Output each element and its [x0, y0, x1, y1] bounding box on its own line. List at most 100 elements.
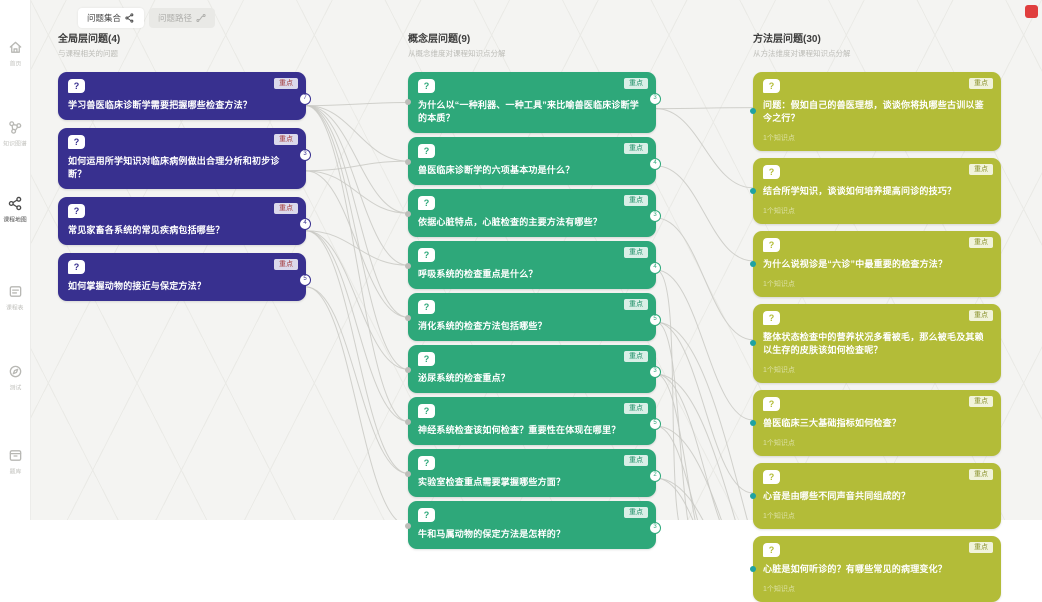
- question-text: 结合所学知识，谈谈如何培养提高问诊的技巧？: [763, 186, 957, 197]
- question-text: 依据心脏特点，心脏检查的主要方法有哪些？: [418, 217, 603, 228]
- view-tabs: 问题集合 问题路径: [78, 8, 216, 28]
- knowledge-point-footer: 1个知识点: [763, 135, 795, 143]
- tab-question-path[interactable]: 问题路径: [149, 8, 216, 28]
- question-text: 兽医临床诊断学的六项基本功是什么？: [418, 165, 575, 176]
- global-question-card[interactable]: ?重点学习兽医临床诊断学需要把握哪些检查方法？7: [58, 72, 311, 121]
- question-bubble-icon: ?: [763, 543, 780, 558]
- question-map-canvas[interactable]: 问题集合问题路径 全局层问题(4)与课程相关的问题?重点学习兽医临床诊断学需要把…: [30, 0, 1042, 602]
- method-question-card[interactable]: ?重点整体状态检查中的营养状况多看被毛，那么被毛及其赖以生存的皮肤该如何检查呢？…: [750, 304, 1001, 384]
- connector-dot: [405, 418, 411, 425]
- sidebar-item-2[interactable]: 知识图谱: [0, 120, 30, 148]
- sidebar-item-4[interactable]: 课程表: [0, 284, 30, 312]
- importance-badge: 重点: [624, 247, 648, 259]
- importance-badge: 重点: [624, 195, 648, 207]
- connector-dot: [750, 260, 756, 267]
- record-indicator[interactable]: [1025, 5, 1038, 18]
- question-bubble-icon: ?: [418, 79, 435, 93]
- sidebar-item-label: 题库: [9, 469, 21, 476]
- sidebar-item-label: 课程地图: [3, 217, 27, 224]
- importance-badge: 重点: [624, 299, 648, 311]
- global-question-card[interactable]: ?重点如何运用所学知识对临床病例做出合理分析和初步诊断？3: [58, 128, 311, 190]
- question-bubble-icon: ?: [418, 456, 435, 471]
- column-header: 全局层问题(4)与课程相关的问题: [58, 30, 306, 59]
- concept-question-card[interactable]: ?重点实验室检查重点需要掌握哪些方面？2: [405, 449, 661, 498]
- question-text: 神经系统检查该如何检查？重要性在体现在哪里？: [418, 425, 621, 436]
- connector-dot: [750, 420, 756, 426]
- importance-badge: 重点: [274, 134, 298, 146]
- connector-dot: [750, 566, 756, 573]
- knowledge-point-footer: 1个知识点: [763, 513, 795, 521]
- connection-count-badge: 7: [299, 93, 311, 105]
- method-question-card[interactable]: ? 重点问题：假如自己的兽医理想，谈谈你将执哪些古训以鉴今之行？ 1个知识点: [750, 72, 1001, 152]
- question-bubble-icon: ?: [68, 204, 85, 219]
- global-question-card[interactable]: ? 重点如何掌握动物的接近与保定方法？ 5: [58, 253, 311, 302]
- column-subtitle: 与课程相关的问题: [58, 49, 118, 58]
- importance-badge: 重点: [274, 78, 298, 89]
- concept-question-card[interactable]: ?重点神经系统检查该如何检查？重要性在体现在哪里？5: [405, 397, 661, 446]
- question-bubble-icon: ?: [418, 404, 435, 419]
- importance-badge: 重点: [274, 259, 298, 271]
- question-bubble-icon: ?: [763, 238, 780, 253]
- concept-question-card[interactable]: ?重点兽医临床诊断学的六项基本功是什么？4: [405, 137, 661, 186]
- connection-count-badge: 5: [299, 274, 311, 287]
- question-bubble-icon: ?: [68, 79, 85, 93]
- sidebar-item-3[interactable]: 课程地图: [0, 196, 30, 224]
- importance-badge: 重点: [624, 143, 648, 155]
- concept-question-card[interactable]: ? 重点依据心脏特点，心脏检查的主要方法有哪些？ 3: [405, 189, 661, 238]
- question-bubble-icon: ?: [763, 79, 780, 93]
- tab-label: 问题路径: [158, 13, 193, 23]
- test-icon: [9, 365, 21, 378]
- column-global: 全局层问题(4)与课程相关的问题?重点学习兽医临床诊断学需要把握哪些检查方法？7…: [58, 30, 311, 302]
- method-question-card[interactable]: ?重点兽医临床三大基础指标如何检查？1个知识点: [750, 390, 1001, 457]
- concept-question-card[interactable]: ?重点为什么以“一种利器、一种工具”来比喻兽医临床诊断学的本质？3: [405, 72, 661, 134]
- importance-badge: 重点: [969, 237, 993, 249]
- importance-badge: 重点: [969, 78, 993, 89]
- column-concept: 概念层问题(9)从概念维度对课程知识点分解?重点为什么以“一种利器、一种工具”来…: [405, 30, 661, 550]
- importance-badge: 重点: [624, 78, 648, 89]
- tab-question-set[interactable]: 问题集合: [78, 8, 145, 28]
- sidebar-item-5[interactable]: 测试: [0, 364, 30, 392]
- question-bubble-icon: ?: [68, 260, 85, 275]
- home-icon: [9, 41, 21, 53]
- question-bubble-icon: ?: [418, 300, 435, 315]
- column-method: 方法层问题(30)从方法维度对课程知识点分解?重点问题：假如自己的兽医理想，谈谈…: [750, 30, 1001, 602]
- connector-dot: [405, 470, 411, 477]
- importance-badge: 重点: [624, 455, 648, 467]
- question-text: 问题：假如自己的兽医理想，谈谈你将执哪些古训以鉴今之行？: [763, 100, 984, 124]
- column-subtitle: 从方法维度对课程知识点分解: [753, 49, 851, 58]
- global-question-card[interactable]: ?重点常见家畜各系统的常见疾病包括哪些？4: [58, 197, 311, 246]
- method-question-card[interactable]: ?重点为什么说视诊是“六诊”中最重要的检查方法？1个知识点: [750, 231, 1001, 298]
- question-text: 为什么说视诊是“六诊”中最重要的检查方法？: [763, 259, 948, 270]
- method-question-card[interactable]: ?重点心脏是如何听诊的？有哪些常见的病理变化？1个知识点: [750, 536, 1001, 602]
- concept-question-card[interactable]: ?重点泌尿系统的检查重点？3: [405, 345, 661, 394]
- connector-dot: [750, 187, 756, 194]
- method-question-card[interactable]: ?重点心音是由哪些不同声音共同组成的？1个知识点: [750, 463, 1001, 530]
- question-bubble-icon: ?: [418, 144, 435, 159]
- question-text: 泌尿系统的检查重点？: [418, 373, 511, 384]
- concept-question-card[interactable]: ?重点消化系统的检查方法包括哪些？5: [405, 293, 661, 342]
- connector-dot: [405, 523, 411, 530]
- sidebar-item-label: 测试: [9, 385, 21, 392]
- concept-question-card[interactable]: ?重点呼吸系统的检查重点是什么？4: [405, 241, 661, 290]
- question-bubble-icon: ?: [418, 196, 435, 211]
- question-text: 如何掌握动物的接近与保定方法？: [68, 281, 207, 292]
- connection-count-badge: 3: [299, 149, 311, 162]
- importance-badge: 重点: [969, 469, 993, 481]
- connection-count-badge: 3: [649, 210, 661, 223]
- sidebar-item-1[interactable]: 首页: [0, 40, 30, 68]
- graph-icon: [8, 121, 21, 134]
- question-bubble-icon: ?: [763, 397, 780, 412]
- question-bubble-icon: ?: [68, 135, 85, 150]
- question-bubble-icon: ?: [763, 311, 780, 326]
- sidebar-item-6[interactable]: 题库: [0, 448, 30, 476]
- connection-count-badge: 4: [299, 218, 311, 231]
- method-question-card[interactable]: ?重点结合所学知识，谈谈如何培养提高问诊的技巧？1个知识点: [750, 158, 1001, 225]
- connection-count-badge: 3: [649, 93, 661, 105]
- question-text: 心脏是如何听诊的？有哪些常见的病理变化？: [763, 564, 948, 575]
- question-text: 常见家畜各系统的常见疾病包括哪些？: [68, 225, 225, 236]
- importance-badge: 重点: [969, 164, 993, 176]
- connector-dot: [750, 339, 756, 346]
- concept-question-card[interactable]: ?重点牛和马属动物的保定方法是怎样的？3: [405, 501, 661, 550]
- importance-badge: 重点: [624, 507, 648, 519]
- column-header: 方法层问题(30)从方法维度对课程知识点分解: [753, 30, 1001, 59]
